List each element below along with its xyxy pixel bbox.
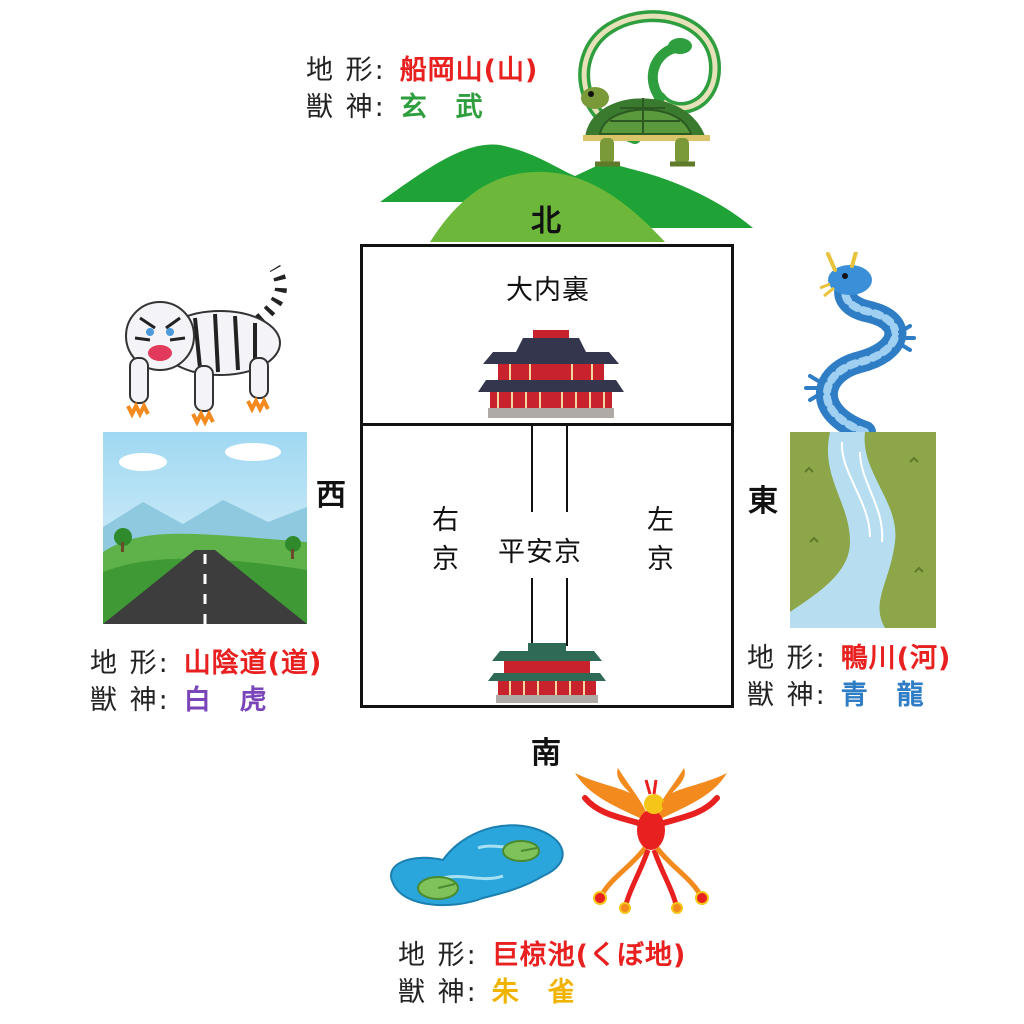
north-beast-label: 獣 神: <box>306 92 386 123</box>
direction-south-label: 南 <box>531 736 561 771</box>
street-line-left <box>531 426 533 512</box>
pond-icon <box>390 824 564 907</box>
palace-label: 大内裏 <box>506 275 590 306</box>
south-terrain-label: 地 形: <box>398 940 478 971</box>
north-terrain-value: 船岡山(山) <box>399 55 539 86</box>
blue-dragon-icon <box>804 252 916 432</box>
white-tiger-icon <box>125 262 287 427</box>
east-beast-value: 青 龍 <box>840 680 925 711</box>
street-line-right-lower <box>566 578 568 646</box>
west-terrain-value: 山陰道(道) <box>183 648 323 679</box>
south-beast-value: 朱 雀 <box>491 977 576 1008</box>
north-caption: 地 形: 船岡山(山) 獣 神: 玄 武 <box>306 52 538 126</box>
direction-east-label: 東 <box>748 484 778 519</box>
direction-west-label: 西 <box>316 478 346 513</box>
north-terrain-label: 地 形: <box>306 55 386 86</box>
right-capital-label: 右京 <box>427 505 458 583</box>
east-caption: 地 形: 鴨川(河) 獣 神: 青 龍 <box>747 640 951 714</box>
direction-north-label: 北 <box>531 204 561 239</box>
mountain-icon <box>380 144 753 242</box>
east-beast-label: 獣 神: <box>747 680 827 711</box>
north-beast-value: 玄 武 <box>399 92 484 123</box>
tortoise-snake-icon <box>578 10 722 167</box>
west-caption: 地 形: 山陰道(道) 獣 神: 白 虎 <box>90 645 322 719</box>
south-terrain-value: 巨椋池(くぼ地) <box>491 940 687 971</box>
river-icon <box>790 432 936 628</box>
south-beast-label: 獣 神: <box>398 977 478 1008</box>
city-label: 平安京 <box>498 537 582 568</box>
left-capital-label: 左京 <box>642 505 673 583</box>
east-terrain-label: 地 形: <box>747 643 827 674</box>
east-terrain-value: 鴨川(河) <box>840 643 952 674</box>
vermilion-bird-icon <box>575 768 727 914</box>
street-line-right <box>566 426 568 512</box>
west-beast-label: 獣 神: <box>90 685 170 716</box>
south-caption: 地 形: 巨椋池(くぼ地) 獣 神: 朱 雀 <box>398 937 686 1011</box>
west-terrain-label: 地 形: <box>90 648 170 679</box>
street-line-left-lower <box>531 578 533 646</box>
heian-kyo-map <box>360 244 734 708</box>
gate-icon <box>488 643 606 703</box>
west-beast-value: 白 虎 <box>183 685 268 716</box>
road-landscape-icon <box>103 432 307 624</box>
map-divider <box>360 423 734 426</box>
palace-icon <box>478 330 624 418</box>
